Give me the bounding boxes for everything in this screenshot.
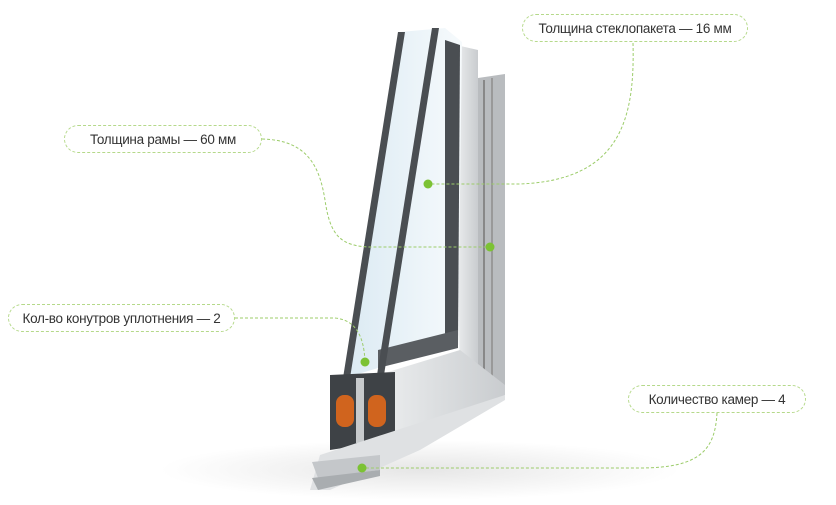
marker-seal xyxy=(360,357,370,367)
callout-frame-thickness: Толщина рамы — 60 мм xyxy=(64,125,262,153)
callout-glass-unit-thickness: Толщина стеклопакета — 16 мм xyxy=(522,14,748,42)
marker-chambers xyxy=(357,463,367,473)
callout-chambers: Количество камер — 4 xyxy=(628,385,806,413)
insert-right xyxy=(368,395,386,427)
glass-edge-inner xyxy=(377,28,439,375)
floor-shadow xyxy=(160,440,680,500)
frame-post xyxy=(456,45,478,400)
marker-glass xyxy=(423,179,433,189)
leader-lines xyxy=(235,42,718,469)
sash-profile xyxy=(378,350,505,440)
glass-edge-outer xyxy=(343,32,405,378)
insert-left xyxy=(336,395,354,427)
glass-pane xyxy=(345,28,462,378)
callout-seal-contours: Кол-во конутров уплотнения — 2 xyxy=(8,304,235,332)
marker-frame xyxy=(485,242,495,252)
